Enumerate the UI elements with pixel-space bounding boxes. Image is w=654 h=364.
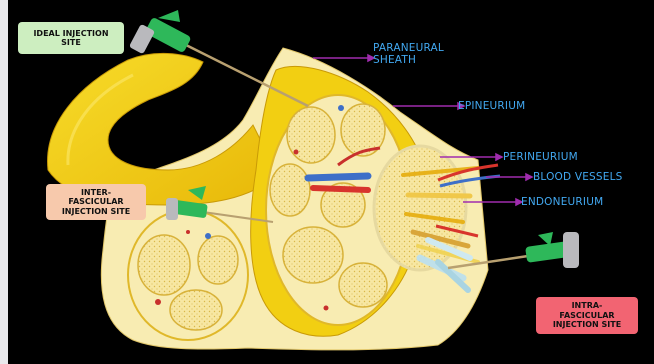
diagram-frame: PARANEURAL SHEATH EPINEURIUM PERINEURIUM… (8, 0, 654, 364)
intrafascicular-injection-site-box: INTRA- FASCICULAR INJECTION SITE (536, 297, 638, 334)
paraneural-sheath-line1: PARANEURAL (373, 42, 444, 54)
paraneural-sheath-line2: SHEATH (373, 54, 444, 66)
endoneurium-label: ENDONEURIUM (521, 196, 603, 208)
perineurium-label: PERINEURIUM (503, 151, 578, 163)
blood-vessels-label: BLOOD VESSELS (533, 171, 623, 183)
paraneural-sheath-label: PARANEURAL SHEATH (373, 42, 444, 66)
epineurium-label: EPINEURIUM (458, 100, 525, 112)
interfascicular-injection-site-box: INTER- FASCICULAR INJECTION SITE (46, 184, 146, 220)
ideal-injection-site-box: IDEAL INJECTION SITE (18, 22, 124, 54)
